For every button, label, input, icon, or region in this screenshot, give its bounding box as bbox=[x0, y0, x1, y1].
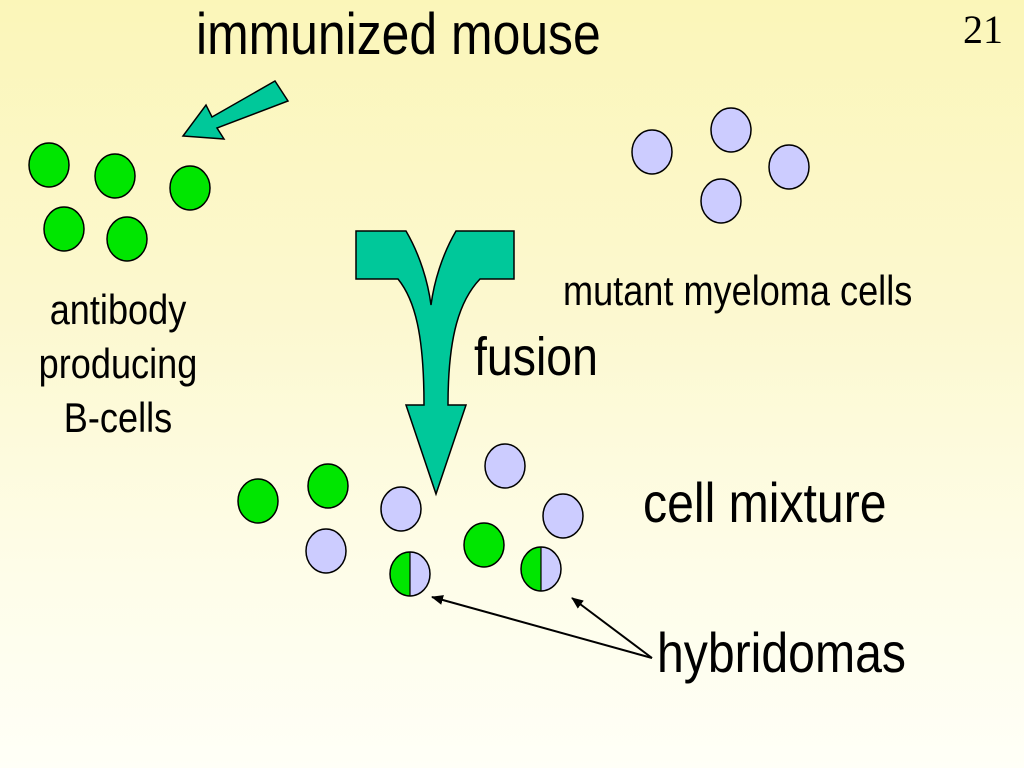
myeloma-cell-group bbox=[631, 107, 810, 224]
immunized-mouse-label: immunized mouse bbox=[196, 2, 601, 67]
hybridomas-label: hybridomas bbox=[657, 621, 906, 684]
cell-mixture-group bbox=[237, 443, 584, 597]
myeloma-cells-label: mutant myeloma cells bbox=[563, 267, 913, 314]
myeloma-cell bbox=[542, 493, 584, 539]
b-cell bbox=[94, 153, 136, 199]
b-cell bbox=[43, 206, 85, 252]
b-cells-label-line: antibody bbox=[49, 286, 187, 333]
hybridoma-cell bbox=[520, 546, 562, 592]
page-number: 21 bbox=[963, 7, 1003, 52]
b-cells-label-line: producing bbox=[38, 339, 198, 387]
hybridoma-pointer-line bbox=[571, 597, 653, 659]
cell-mixture-label: cell mixture bbox=[643, 471, 887, 534]
myeloma-cell bbox=[631, 129, 673, 175]
b-cells-label-line: B-cells bbox=[63, 393, 173, 441]
fusion-label: fusion bbox=[474, 327, 598, 387]
hybridoma-cell bbox=[389, 551, 431, 597]
b-cell bbox=[307, 463, 349, 509]
myeloma-cell bbox=[700, 178, 742, 224]
b-cell bbox=[169, 165, 211, 211]
myeloma-cell bbox=[305, 528, 347, 574]
myeloma-cell bbox=[380, 486, 422, 532]
b-cell bbox=[237, 478, 279, 524]
myeloma-cell bbox=[484, 443, 526, 489]
immunized-mouse-arrow bbox=[181, 79, 290, 140]
hybridoma-pointer-line bbox=[431, 595, 653, 659]
b-cell-group bbox=[28, 142, 211, 262]
fusion-arrow bbox=[355, 230, 515, 497]
myeloma-cell bbox=[710, 107, 752, 153]
b-cell bbox=[106, 216, 148, 262]
myeloma-cell bbox=[768, 144, 810, 190]
b-cells-label: antibody producing B-cells bbox=[23, 283, 212, 444]
b-cell bbox=[463, 522, 505, 568]
b-cell bbox=[28, 142, 70, 188]
